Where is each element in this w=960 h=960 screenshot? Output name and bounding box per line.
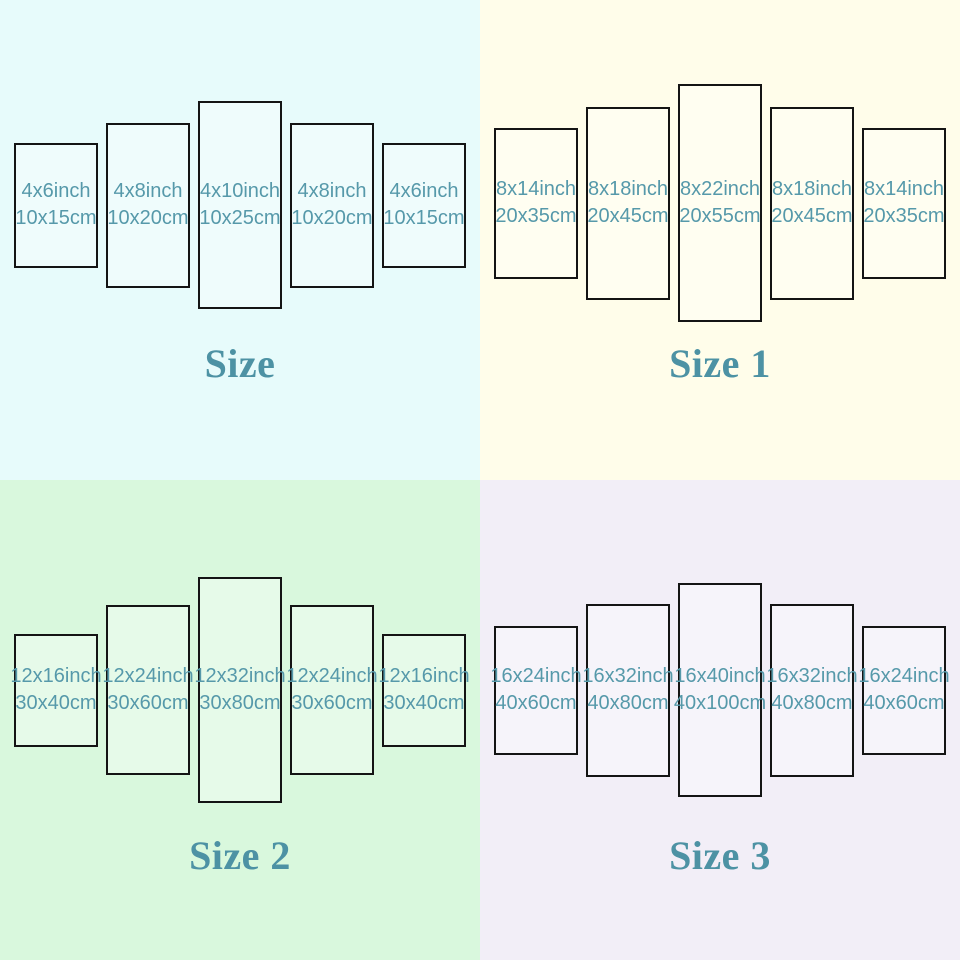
canvas-panel: 4x6inch 10x15cm <box>14 142 98 268</box>
panel-size-inch: 4x10inch <box>199 180 281 202</box>
panel-row: 16x24inch 40x60cm 16x32inch 40x80cm 16x4… <box>480 583 960 797</box>
panel-size-inch: 16x24inch <box>490 665 582 687</box>
canvas-panel: 8x22inch 20x55cm <box>678 84 762 322</box>
panel-size-inch: 8x14inch <box>863 178 945 200</box>
panel-row: 4x6inch 10x15cm 4x8inch 10x20cm 4x10inch… <box>0 101 480 309</box>
panel-size-label: 4x6inch 10x15cm <box>383 178 464 232</box>
panel-size-cm: 10x20cm <box>107 207 189 229</box>
quadrant-size-2: 12x16inch 30x40cm 12x24inch 30x60cm 12x3… <box>0 480 480 960</box>
canvas-panel: 16x32inch 40x80cm <box>582 603 674 777</box>
panel-size-inch: 16x40inch <box>674 665 766 687</box>
panel-size-cm: 20x45cm <box>587 205 669 227</box>
canvas-panel: 4x8inch 10x20cm <box>106 122 190 288</box>
panel-size-label: 12x16inch 30x40cm <box>378 663 469 717</box>
panel-size-inch: 16x32inch <box>766 665 858 687</box>
panel-size-inch: 12x24inch <box>102 665 194 687</box>
panel-size-label: 8x18inch 20x45cm <box>771 176 852 230</box>
panel-size-cm: 30x60cm <box>291 692 373 714</box>
canvas-panel: 16x40inch 40x100cm <box>674 583 766 797</box>
panel-size-label: 12x24inch 30x60cm <box>286 663 377 717</box>
panel-size-label: 12x32inch 30x80cm <box>194 663 285 717</box>
panel-size-inch: 8x22inch <box>679 178 761 200</box>
canvas-panel: 8x18inch 20x45cm <box>770 106 854 300</box>
panel-size-label: 16x24inch 40x60cm <box>490 663 581 717</box>
canvas-panel: 12x24inch 30x60cm <box>286 605 378 775</box>
panel-size-label: 8x22inch 20x55cm <box>679 176 760 230</box>
panel-size-cm: 40x80cm <box>587 692 669 714</box>
panel-size-cm: 30x60cm <box>107 692 189 714</box>
canvas-panel: 12x24inch 30x60cm <box>102 605 194 775</box>
panel-size-label: 4x8inch 10x20cm <box>291 178 372 232</box>
panel-size-inch: 16x32inch <box>582 665 674 687</box>
panel-size-cm: 10x20cm <box>291 207 373 229</box>
panel-size-inch: 8x18inch <box>771 178 853 200</box>
panel-size-cm: 20x35cm <box>495 205 577 227</box>
panel-size-cm: 10x25cm <box>199 207 281 229</box>
canvas-panel: 8x14inch 20x35cm <box>862 127 946 279</box>
quadrant-size-1: 8x14inch 20x35cm 8x18inch 20x45cm 8x22in… <box>480 0 960 480</box>
quadrant-title: Size 1 <box>669 341 771 386</box>
panel-size-label: 4x10inch 10x25cm <box>199 178 280 232</box>
quadrant-title: Size <box>204 341 276 386</box>
canvas-panel: 8x18inch 20x45cm <box>586 106 670 300</box>
canvas-panel: 4x8inch 10x20cm <box>290 122 374 288</box>
panel-size-inch: 12x16inch <box>10 665 102 687</box>
panel-size-label: 16x40inch 40x100cm <box>674 663 766 717</box>
panel-size-label: 16x32inch 40x80cm <box>582 663 673 717</box>
panel-size-cm: 10x15cm <box>15 207 97 229</box>
panel-size-inch: 12x16inch <box>378 665 470 687</box>
canvas-panel: 16x32inch 40x80cm <box>766 603 858 777</box>
panel-size-cm: 40x60cm <box>863 692 945 714</box>
panel-size-cm: 10x15cm <box>383 207 465 229</box>
panel-size-cm: 20x45cm <box>771 205 853 227</box>
panel-row: 8x14inch 20x35cm 8x18inch 20x45cm 8x22in… <box>480 84 960 322</box>
panel-size-label: 16x24inch 40x60cm <box>858 663 949 717</box>
canvas-panel: 12x16inch 30x40cm <box>10 633 102 747</box>
canvas-panel: 16x24inch 40x60cm <box>858 625 950 755</box>
panel-size-label: 8x14inch 20x35cm <box>863 176 944 230</box>
panel-size-label: 4x6inch 10x15cm <box>15 178 96 232</box>
canvas-panel: 4x10inch 10x25cm <box>198 101 282 309</box>
panel-size-inch: 12x24inch <box>286 665 378 687</box>
canvas-panel: 4x6inch 10x15cm <box>382 142 466 268</box>
panel-size-inch: 4x6inch <box>21 180 91 202</box>
canvas-panel: 16x24inch 40x60cm <box>490 625 582 755</box>
quadrant-size-3: 16x24inch 40x60cm 16x32inch 40x80cm 16x4… <box>480 480 960 960</box>
panel-size-cm: 20x55cm <box>679 205 761 227</box>
canvas-panel: 8x14inch 20x35cm <box>494 127 578 279</box>
panel-size-cm: 40x80cm <box>771 692 853 714</box>
panel-size-label: 12x16inch 30x40cm <box>10 663 101 717</box>
panel-size-inch: 4x8inch <box>113 180 183 202</box>
panel-size-inch: 8x18inch <box>587 178 669 200</box>
panel-size-cm: 40x100cm <box>673 692 767 714</box>
panel-size-label: 12x24inch 30x60cm <box>102 663 193 717</box>
panel-size-cm: 20x35cm <box>863 205 945 227</box>
quadrant-title: Size 3 <box>669 833 771 878</box>
panel-size-label: 16x32inch 40x80cm <box>766 663 857 717</box>
panel-size-inch: 16x24inch <box>858 665 950 687</box>
panel-size-cm: 30x40cm <box>383 692 465 714</box>
panel-size-cm: 30x40cm <box>15 692 97 714</box>
canvas-panel: 12x16inch 30x40cm <box>378 633 470 747</box>
panel-size-inch: 4x8inch <box>297 180 367 202</box>
panel-size-inch: 4x6inch <box>389 180 459 202</box>
panel-row: 12x16inch 30x40cm 12x24inch 30x60cm 12x3… <box>0 577 480 803</box>
panel-size-inch: 12x32inch <box>194 665 286 687</box>
panel-size-inch: 8x14inch <box>495 178 577 200</box>
panel-size-cm: 40x60cm <box>495 692 577 714</box>
quadrant-size: 4x6inch 10x15cm 4x8inch 10x20cm 4x10inch… <box>0 0 480 480</box>
panel-size-label: 8x18inch 20x45cm <box>587 176 668 230</box>
panel-size-label: 8x14inch 20x35cm <box>495 176 576 230</box>
panel-size-cm: 30x80cm <box>199 692 281 714</box>
quadrant-title: Size 2 <box>189 833 291 878</box>
panel-size-label: 4x8inch 10x20cm <box>107 178 188 232</box>
canvas-panel: 12x32inch 30x80cm <box>194 577 286 803</box>
